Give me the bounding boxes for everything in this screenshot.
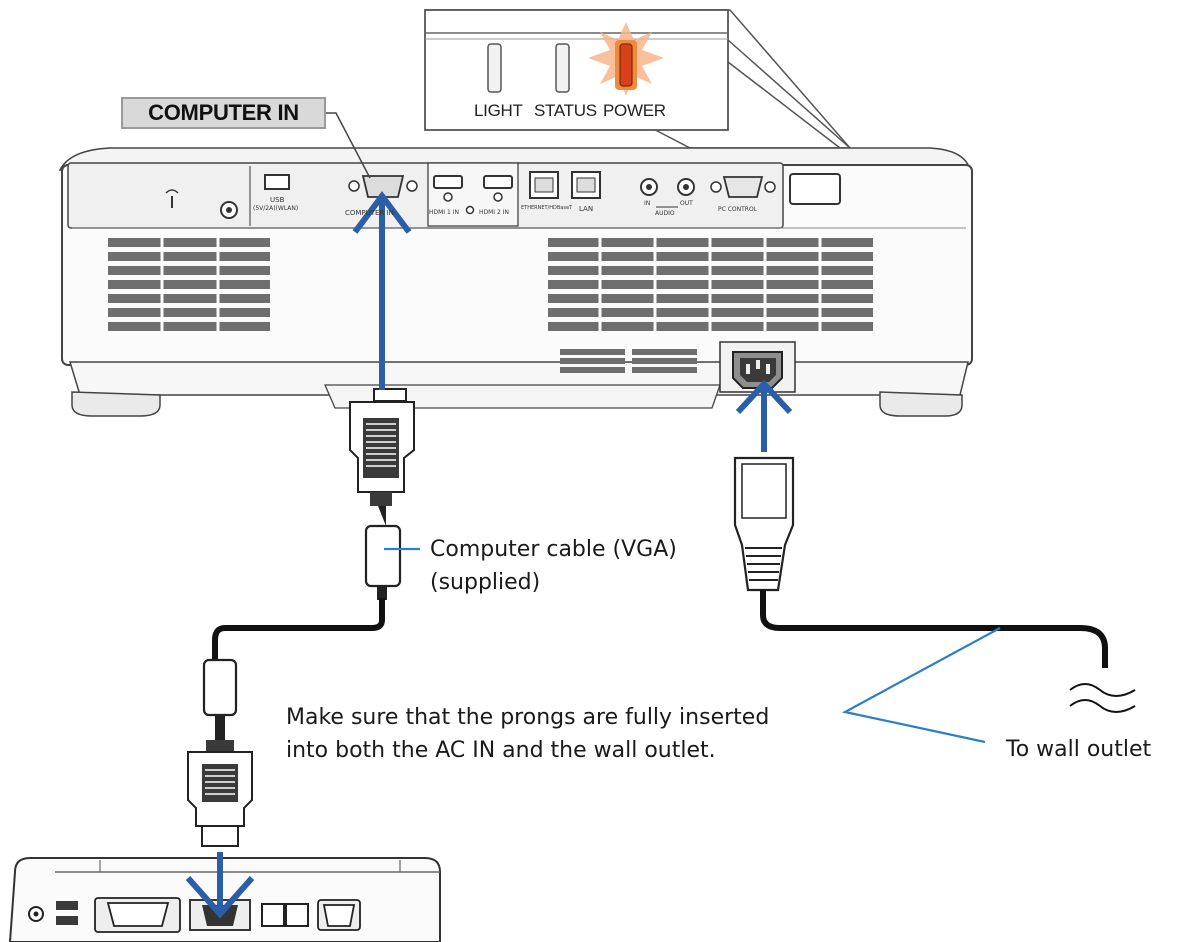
power-indicator-label: POWER: [603, 101, 666, 120]
pc-control-port: [710, 176, 776, 198]
usb-port-sublabel: (5V/2A)(WLAN): [253, 205, 299, 212]
ac-in-socket: [719, 341, 796, 393]
hdmi1-port-label: HDMI 1 IN: [429, 209, 459, 216]
status-indicator: [555, 43, 570, 93]
hdmi2-port-label: HDMI 2 IN: [479, 209, 509, 216]
power-indicator: [588, 22, 664, 96]
prongs-callout-line1: Make sure that the prongs are fully inse…: [286, 705, 770, 730]
audio-label: AUDIO: [655, 210, 675, 217]
hdbaset-port-label: ETHERNET/HDBaseT: [521, 205, 573, 211]
connect-arrows: [185, 191, 793, 919]
hdmi1-port: [433, 175, 463, 189]
light-indicator: [487, 43, 502, 93]
vga-cable-supplied-callout: (supplied): [430, 570, 541, 595]
computer-in-label: COMPUTER IN: [121, 97, 326, 129]
usb-port-label: USB: [270, 196, 285, 204]
audio-out-label: OUT: [680, 200, 693, 207]
indicator-panel: [424, 9, 852, 149]
projector: [58, 147, 973, 417]
callout-lines: [384, 547, 1001, 744]
power-cable: [733, 456, 1136, 713]
vga-cable: [187, 388, 415, 847]
wifi-icon: [165, 189, 179, 208]
wall-outlet-callout: To wall outlet: [1006, 737, 1152, 762]
light-indicator-label: LIGHT: [474, 101, 523, 120]
pc-control-port-label: PC CONTROL: [718, 206, 758, 213]
prongs-callout-line2: into both the AC IN and the wall outlet.: [286, 738, 716, 763]
vga-port-label: COMPUTER IN: [345, 209, 394, 217]
status-indicator-label: STATUS: [534, 101, 597, 120]
lan-port-label: LAN: [579, 205, 594, 213]
audio-in-label: IN: [644, 200, 651, 207]
laptop: [8, 857, 441, 942]
vga-port: [348, 175, 418, 198]
left-vents: [108, 238, 270, 331]
hdmi2-port: [483, 175, 513, 189]
usb-port: [264, 174, 290, 190]
vga-cable-callout: Computer cable (VGA): [430, 537, 677, 562]
